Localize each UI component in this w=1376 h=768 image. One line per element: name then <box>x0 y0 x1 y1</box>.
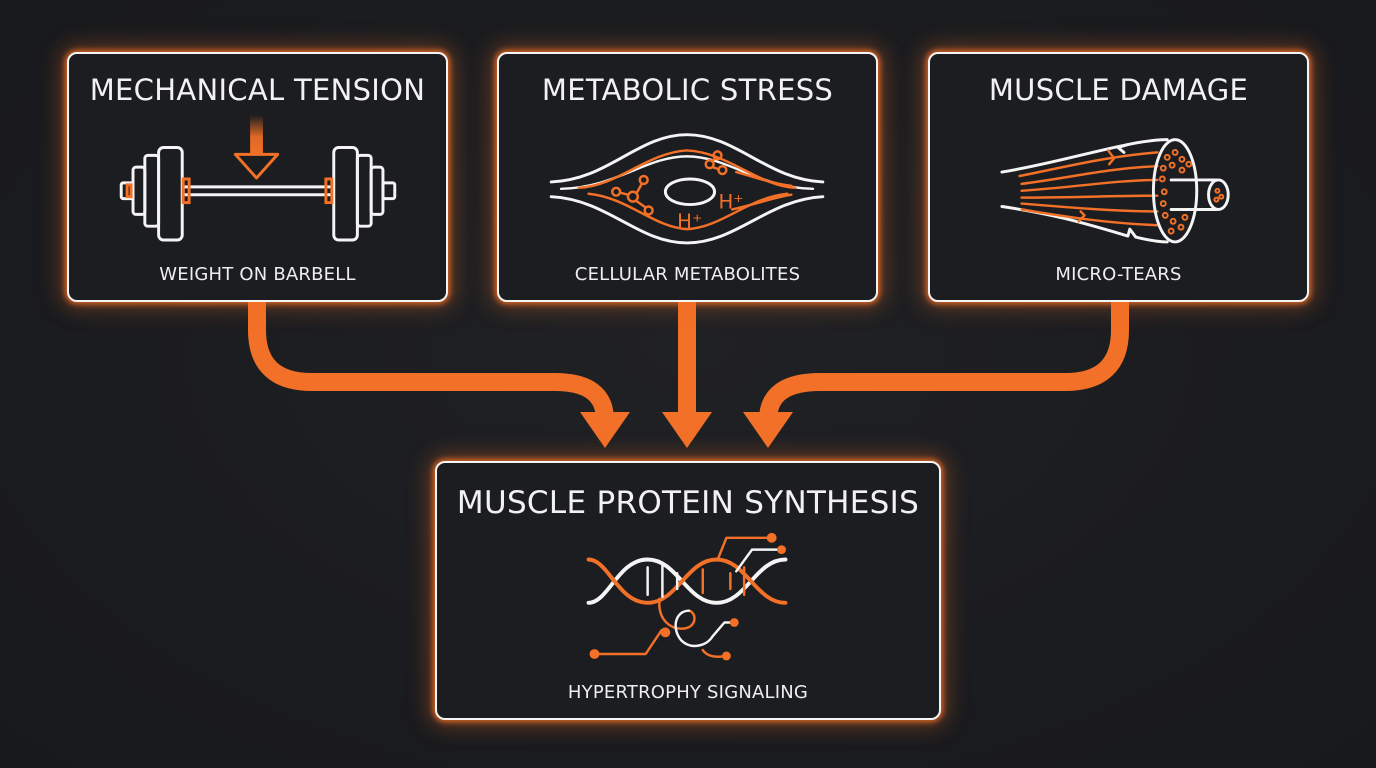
barbell-icon <box>119 115 397 242</box>
card-title: MECHANICAL TENSION <box>89 73 426 107</box>
card-caption: HYPERTROPHY SIGNALING <box>567 682 809 703</box>
muscle-damage-card: MUSCLE DAMAGE <box>928 52 1309 302</box>
mechanical-tension-card: MECHANICAL TENSION <box>67 52 448 302</box>
card-caption: CELLULAR METABOLITES <box>574 264 801 285</box>
arrow-damage-to-synthesis <box>759 302 1129 421</box>
card-title: MUSCLE PROTEIN SYNTHESIS <box>456 485 920 521</box>
signal-node <box>721 651 731 661</box>
muscle-cell-metabolites-icon: H⁺ H⁺ <box>549 133 825 245</box>
arrowhead-damage <box>743 412 793 448</box>
torn-muscle-fiber-icon <box>1000 138 1230 244</box>
card-title: METABOLIC STRESS <box>541 73 834 107</box>
arrowhead-stress <box>662 412 712 448</box>
signal-node <box>660 627 671 638</box>
muscle-protein-synthesis-card: MUSCLE PROTEIN SYNTHESIS <box>435 461 941 720</box>
metabolic-stress-card: METABOLIC STRESS <box>497 52 878 302</box>
signal-node <box>729 618 739 627</box>
card-caption: MICRO-TEARS <box>1055 264 1182 285</box>
signal-node <box>589 649 600 659</box>
card-caption: WEIGHT ON BARBELL <box>159 264 356 285</box>
arrowhead-tension <box>580 412 630 448</box>
hydrogen-ion-label: H⁺ <box>677 210 702 233</box>
hydrogen-ion-label: H⁺ <box>718 190 743 213</box>
arrow-tension-to-synthesis <box>248 302 614 421</box>
card-title: MUSCLE DAMAGE <box>988 73 1249 107</box>
signal-node <box>777 545 786 555</box>
signal-node <box>766 532 777 543</box>
dna-signaling-icon <box>586 532 788 661</box>
